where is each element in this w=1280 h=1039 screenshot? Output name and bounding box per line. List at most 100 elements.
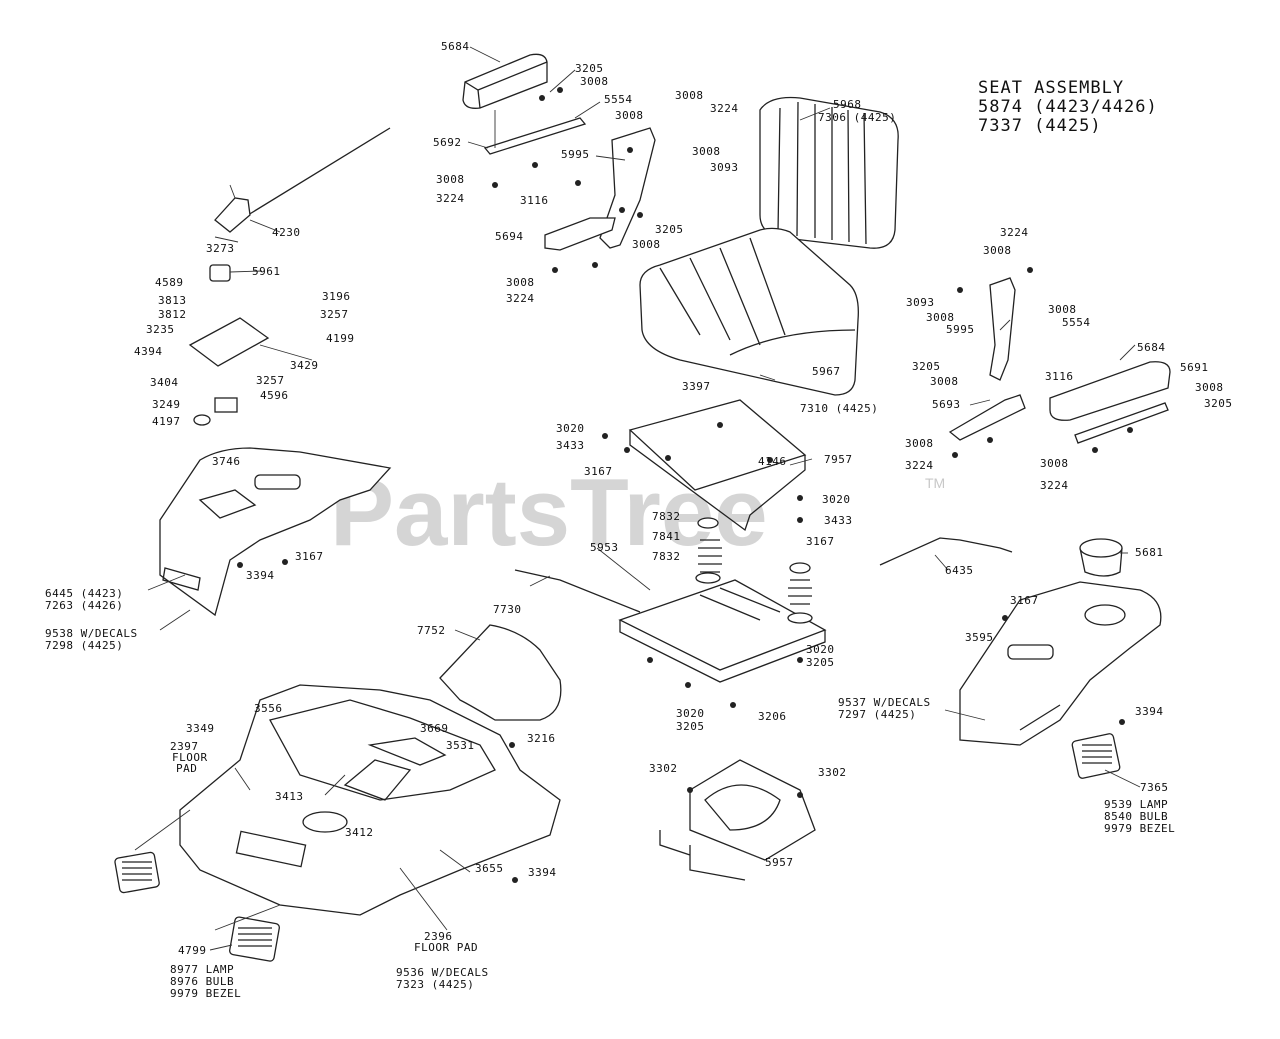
springs <box>695 517 813 624</box>
seat-plate <box>628 399 807 532</box>
label-2396-floor-pad: FLOOR PAD <box>414 941 478 954</box>
label-3595: 3595 <box>965 631 994 644</box>
label-3302: 3302 <box>818 766 847 779</box>
label-5953: 5953 <box>590 541 619 554</box>
label-3205: 3205 <box>676 720 705 733</box>
label-3008: 3008 <box>1195 381 1224 394</box>
label-3205: 3205 <box>912 360 941 373</box>
label-3008: 3008 <box>926 311 955 324</box>
arm-bracket-left <box>483 110 587 155</box>
label-3413: 3413 <box>275 790 304 803</box>
label-2397-pad: PAD <box>176 762 197 775</box>
label-3224: 3224 <box>1040 479 1069 492</box>
label-7263: 7263 (4426) <box>45 599 123 612</box>
label-4199: 4199 <box>326 332 355 345</box>
label-5694: 5694 <box>495 230 524 243</box>
fender-left <box>159 447 392 617</box>
label-7752: 7752 <box>417 624 446 637</box>
label-5554: 5554 <box>1062 316 1091 329</box>
label-5692: 5692 <box>433 136 462 149</box>
label-7832: 7832 <box>652 550 681 563</box>
seat-mount-plate <box>618 579 827 683</box>
label-3008: 3008 <box>1040 457 1069 470</box>
armrest-pad-right <box>1049 361 1171 421</box>
label-7298: 7298 (4425) <box>45 639 123 652</box>
label-8976-bulb: 8976 BULB <box>170 975 234 988</box>
label-4197: 4197 <box>152 415 181 428</box>
label-3008: 3008 <box>930 375 959 388</box>
label-7310: 7310 (4425) <box>800 402 878 415</box>
label-4589: 4589 <box>155 276 184 289</box>
title-line-3: 7337 (4425) <box>978 116 1102 136</box>
armrest-pad-left <box>462 53 548 109</box>
label-5681: 5681 <box>1135 546 1164 559</box>
label-5684: 5684 <box>441 40 470 53</box>
label-3394: 3394 <box>1135 705 1164 718</box>
label-3813: 3813 <box>158 294 187 307</box>
seat-cable <box>879 537 1013 566</box>
label-5554: 5554 <box>604 93 633 106</box>
label-9979-bezel: 9979 BEZEL <box>1104 822 1175 835</box>
floor-pad-7752 <box>439 624 562 721</box>
label-3205: 3205 <box>1204 397 1233 410</box>
label-3433: 3433 <box>556 439 585 452</box>
label-3224: 3224 <box>1000 226 1029 239</box>
label-3412: 3412 <box>345 826 374 839</box>
label-3205: 3205 <box>806 656 835 669</box>
label-3093: 3093 <box>710 161 739 174</box>
title-line-2: 5874 (4423/4426) <box>978 97 1158 117</box>
seat-side-bracket-right <box>948 277 1169 444</box>
label-3404: 3404 <box>150 376 179 389</box>
label-7365: 7365 <box>1140 781 1169 794</box>
label-5684: 5684 <box>1137 341 1166 354</box>
label-3397: 3397 <box>682 380 711 393</box>
label-7832: 7832 <box>652 510 681 523</box>
hardware-fasteners <box>237 87 1133 883</box>
label-7297: 7297 (4425) <box>838 708 916 721</box>
label-3008: 3008 <box>1048 303 1077 316</box>
label-3020: 3020 <box>556 422 585 435</box>
label-3429: 3429 <box>290 359 319 372</box>
label-5691: 5691 <box>1180 361 1209 374</box>
label-3235: 3235 <box>146 323 175 336</box>
label-3008: 3008 <box>615 109 644 122</box>
label-3273: 3273 <box>206 242 235 255</box>
label-9537: 9537 W/DECALS <box>838 696 931 709</box>
label-3216: 3216 <box>527 732 556 745</box>
label-2397: 2397 <box>170 740 199 753</box>
switch-plate <box>188 264 270 426</box>
label-3167: 3167 <box>1010 594 1039 607</box>
label-3531: 3531 <box>446 739 475 752</box>
label-4394: 4394 <box>134 345 163 358</box>
label-3008: 3008 <box>580 75 609 88</box>
label-7957: 7957 <box>824 453 853 466</box>
label-3020: 3020 <box>806 643 835 656</box>
label-3093: 3093 <box>906 296 935 309</box>
label-9539-lamp: 9539 LAMP <box>1104 798 1168 811</box>
label-2396: 2396 <box>424 930 453 943</box>
label-3349: 3349 <box>186 722 215 735</box>
leader-lines <box>134 46 1141 951</box>
label-3812: 3812 <box>158 308 187 321</box>
label-4230: 4230 <box>272 226 301 239</box>
label-4596: 4596 <box>260 389 289 402</box>
label-3008: 3008 <box>983 244 1012 257</box>
part-labels: 5684 3205 3008 5554 3008 3224 3008 5968 … <box>45 40 1233 1000</box>
label-3008: 3008 <box>506 276 535 289</box>
label-4146: 4146 <box>758 455 787 468</box>
label-5995: 5995 <box>561 148 590 161</box>
label-5957: 5957 <box>765 856 794 869</box>
seat-side-bracket-left <box>544 127 656 251</box>
label-3224: 3224 <box>710 102 739 115</box>
label-9538: 9538 W/DECALS <box>45 627 138 640</box>
label-3008: 3008 <box>905 437 934 450</box>
cup-holder <box>1079 538 1123 577</box>
label-3224: 3224 <box>905 459 934 472</box>
label-3008: 3008 <box>692 145 721 158</box>
label-5961: 5961 <box>252 265 281 278</box>
label-3394: 3394 <box>528 866 557 879</box>
seat-rod <box>514 569 641 613</box>
label-3008: 3008 <box>675 89 704 102</box>
label-7306: 7306 (4425) <box>818 111 896 124</box>
label-3116: 3116 <box>1045 370 1074 383</box>
